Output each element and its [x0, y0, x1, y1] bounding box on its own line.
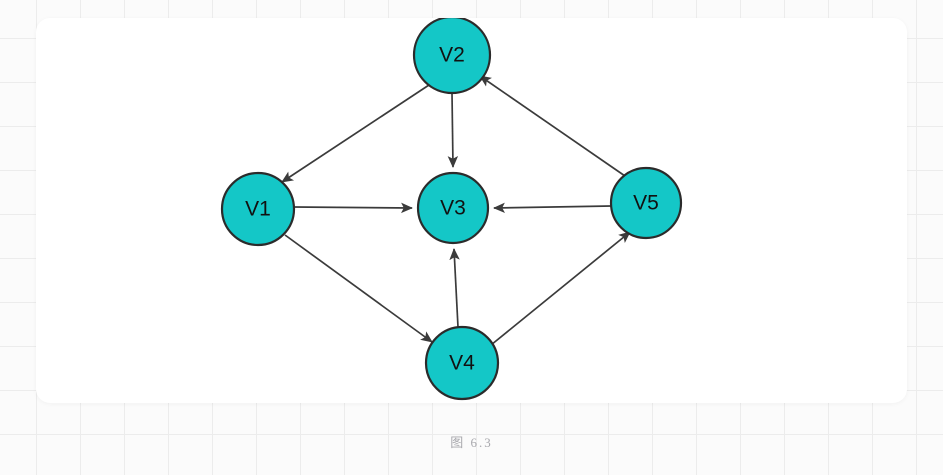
edge-v4-v5 — [490, 231, 631, 346]
node-v1-circle[interactable] — [220, 171, 296, 247]
edge-group — [281, 75, 631, 346]
node-v4-circle[interactable] — [424, 325, 500, 401]
node-v3-label: V3 — [440, 197, 466, 220]
edge-v1-v4 — [284, 234, 433, 343]
node-v3[interactable]: V3 — [416, 171, 490, 245]
node-v4-label: V4 — [449, 352, 475, 375]
node-v5[interactable]: V5 — [609, 166, 683, 240]
node-v5-circle[interactable] — [609, 166, 683, 240]
edge-v2-v1 — [281, 84, 430, 183]
edge-v4-v3 — [449, 248, 460, 328]
edge-v5-v3 — [493, 202, 612, 214]
node-group: V1 V2 V3 V4 V5 — [220, 18, 683, 401]
node-v2-circle[interactable] — [412, 18, 492, 95]
node-v5-label: V5 — [633, 192, 659, 215]
node-v1[interactable]: V1 — [220, 171, 296, 247]
node-v2[interactable]: V2 — [412, 18, 492, 95]
node-v2-label: V2 — [439, 44, 465, 67]
edge-v2-v3 — [447, 92, 459, 168]
edge-v5-v2 — [479, 75, 626, 177]
node-v4[interactable]: V4 — [424, 325, 500, 401]
node-v3-circle[interactable] — [416, 171, 490, 245]
figure-caption: 图 6.3 — [450, 435, 493, 450]
figure-card: V1 V2 V3 V4 V5 — [36, 18, 907, 403]
edge-v1-v3 — [293, 202, 413, 214]
node-v1-label: V1 — [245, 198, 271, 221]
directed-graph: V1 V2 V3 V4 V5 — [220, 18, 683, 401]
